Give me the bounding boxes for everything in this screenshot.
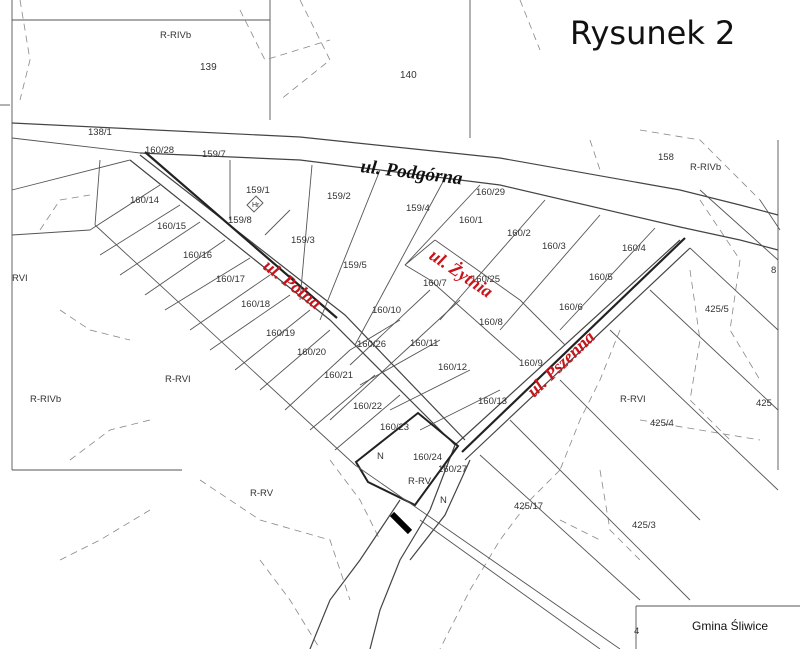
parcel-label: 158 [658,152,674,163]
parcel-label: 425/17 [514,501,543,512]
land-class-labels: R-RIVb R-RIVb R-RIVb RVI R-RVI R-RVI R-R… [12,30,721,506]
parcel-label: 159/5 [343,260,367,271]
parcel-label: 160/23 [380,422,409,433]
parcels-south [354,464,621,649]
map-title: Rysunek 2 [570,14,736,52]
parcel-label: 159/1 [246,185,270,196]
parcel-160-24-outline [354,411,460,507]
parcel-label: 160/19 [266,328,295,339]
parcel-label: 160/11 [410,338,438,349]
land-class-label: RVI [12,273,28,284]
parcel-label: 160/27 [438,464,467,475]
parcel-label: 160/5 [589,272,613,283]
street-label-zytnia: ul. Żytnia [426,244,497,302]
land-class-label: R-RVI [165,374,191,385]
parcel-label: 160/9 [519,358,543,369]
parcel-label: Hr [252,202,260,209]
parcel-labels: 139 140 138/1 158 160/28 159/7 159/1 159… [88,62,776,637]
parcel-label: 159/2 [327,191,351,202]
parcel-label: 160/25 [471,274,500,285]
parcel-label: 160/14 [130,195,159,206]
parcel-label: 160/7 [423,278,447,289]
parcel-label: 8 [771,265,776,276]
parcel-label: 160/28 [145,145,174,156]
parcel-label: 425/4 [650,418,674,429]
parcels-centre [229,160,656,431]
parcel-label: 160/21 [324,370,353,381]
land-class-label: R-RVI [620,394,646,405]
land-class-label: R-RV [408,476,432,487]
parcels-west [11,159,401,466]
land-class-label: R-RIVb [160,30,191,41]
street-label-podgorna: ul. Podgórna [359,156,464,189]
parcels-east [479,189,781,601]
parcel-label: 140 [400,70,417,81]
parcel-label: 425 [756,398,772,409]
parcel-label: 159/8 [228,215,252,226]
land-class-label: R-RV [250,488,274,499]
parcel-label: 138/1 [88,127,112,138]
parcel-label: 160/15 [157,221,186,232]
parcel-label: 160/10 [372,305,401,316]
land-class-label: R-RIVb [30,394,61,405]
parcel-label: 160/24 [413,452,442,463]
parcel-label: 159/4 [406,203,430,214]
parcel-label: 160/26 [357,339,386,350]
side-roads [129,151,691,649]
parcel-label: 159/3 [291,235,315,246]
land-use-boundaries [19,0,761,649]
land-class-label: R-RIVb [690,162,721,173]
land-class-label: N [377,451,384,462]
land-class-label: N [440,495,447,506]
parcel-label: 160/3 [542,241,566,252]
parcel-label: 160/18 [241,299,270,310]
parcel-label: 160/1 [459,215,483,226]
parcel-label: 160/20 [297,347,326,358]
parcel-label: 160/16 [183,250,212,261]
parcel-label: 160/8 [479,317,503,328]
parcel-label: 160/13 [478,396,507,407]
parcel-label: 160/29 [476,187,505,198]
parcel-label: 4 [634,626,639,637]
municipality-label: Gmina Śliwice [692,619,769,633]
parcel-label: 159/7 [202,149,226,160]
parcel-label: 160/22 [353,401,382,412]
podgorna-road [11,122,779,251]
parcel-label: 139 [200,62,217,73]
parcel-label: 160/6 [559,302,583,313]
parcel-label: 425/3 [632,520,656,531]
parcel-label: 425/5 [705,304,729,315]
parcel-label: 160/2 [507,228,531,239]
parcel-label: 160/17 [216,274,245,285]
parcel-label: 160/12 [438,362,467,373]
parcel-label: 160/4 [622,243,646,254]
